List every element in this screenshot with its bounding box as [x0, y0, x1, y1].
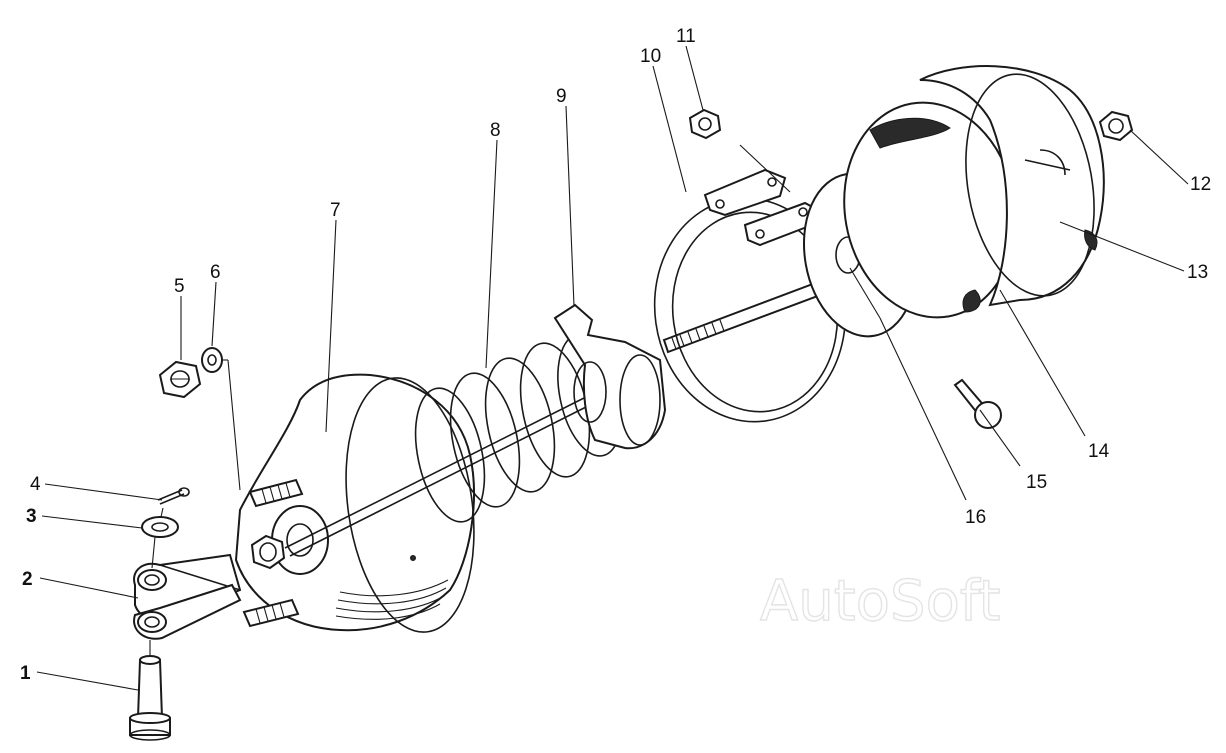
callout-8: 8 [490, 120, 501, 141]
callouts: 1 2 3 4 5 6 7 8 9 10 11 12 13 14 15 16 [20, 26, 1211, 684]
callout-2: 2 [22, 569, 33, 590]
callout-12: 12 [1190, 174, 1211, 195]
callout-11: 11 [676, 26, 696, 47]
part-13-chamber [919, 65, 1105, 307]
callout-16: 16 [965, 507, 986, 528]
part-4-cotter-pin [157, 487, 190, 518]
part-6-washer [201, 347, 241, 491]
part-14-cover [843, 101, 1017, 319]
part-2-clevis [133, 553, 242, 640]
part-3-washer [141, 516, 179, 569]
part-7-housing [234, 373, 475, 633]
callout-15: 15 [1026, 472, 1047, 493]
callout-13: 13 [1187, 262, 1208, 283]
part-11-nut [688, 108, 722, 140]
callout-3: 3 [26, 506, 37, 527]
push-rod [284, 394, 595, 557]
callout-10: 10 [640, 46, 661, 67]
rod-nut [250, 534, 286, 570]
callout-14: 14 [1088, 441, 1110, 462]
part-9-hub [553, 303, 667, 450]
watermark: AutoSoft [760, 569, 1001, 634]
callout-6: 6 [210, 262, 221, 283]
callout-1: 1 [20, 663, 31, 684]
callout-4: 4 [30, 474, 41, 495]
callout-5: 5 [174, 276, 185, 297]
part-15-bolt [953, 378, 1002, 429]
part-12-bolt [1098, 110, 1134, 142]
part-10-clamp-ring [653, 168, 847, 423]
callout-7: 7 [330, 200, 341, 221]
callout-9: 9 [556, 86, 567, 107]
part-5-nut [158, 360, 202, 399]
leader-lines [36, 45, 1189, 691]
part-1-pin [129, 640, 171, 741]
